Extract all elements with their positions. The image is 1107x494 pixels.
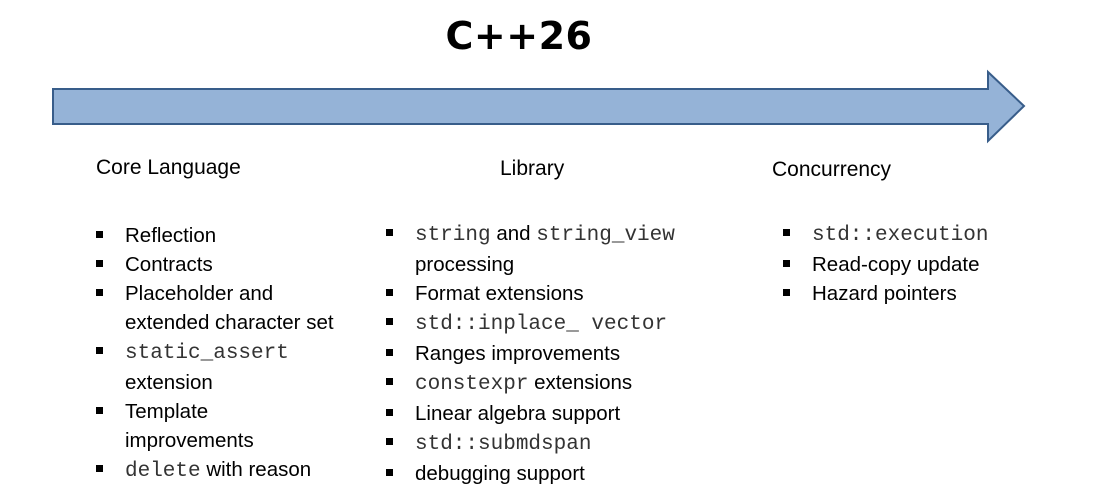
item-text: Hazard pointers xyxy=(812,282,957,305)
library-list-item-line: Linear algebra support xyxy=(415,399,675,428)
library-list-item-line: processing xyxy=(415,250,675,279)
square-bullet-icon xyxy=(96,465,103,472)
square-bullet-icon xyxy=(386,409,393,416)
concurrency-list-item: Read-copy update xyxy=(783,250,988,279)
item-text: extended character set xyxy=(125,311,334,334)
library-list-item-line: string and string_view xyxy=(415,219,675,250)
library-list-item: std::inplace_ vector xyxy=(386,308,675,339)
item-text: processing xyxy=(415,253,515,276)
concurrency-heading: Concurrency xyxy=(772,158,892,181)
item-text: debugging support xyxy=(415,462,585,485)
library-list-item: std::submdspan xyxy=(386,428,675,459)
item-text: Read-copy update xyxy=(812,253,980,276)
core-list-item-line: Reflection xyxy=(125,221,334,250)
square-bullet-icon xyxy=(386,318,393,325)
square-bullet-icon xyxy=(96,260,103,267)
core-list-item: Reflection xyxy=(96,221,334,250)
square-bullet-icon xyxy=(386,378,393,385)
library-list-item: constexpr extensions xyxy=(386,368,675,399)
code-text: constexpr xyxy=(415,373,529,396)
square-bullet-icon xyxy=(96,289,103,296)
square-bullet-icon xyxy=(783,289,790,296)
core-list-item-line: Placeholder and xyxy=(125,279,334,308)
item-text: extension xyxy=(125,371,213,394)
item-text: Reflection xyxy=(125,224,217,247)
code-text: string xyxy=(415,224,491,247)
library-heading: Library xyxy=(500,157,565,180)
item-text: with reason xyxy=(200,458,312,481)
concurrency-list-item-line: Read-copy update xyxy=(812,250,988,279)
library-list-item: Format extensions xyxy=(386,279,675,308)
item-text: and xyxy=(490,222,537,245)
square-bullet-icon xyxy=(386,469,393,476)
core-list-item-line: extended character set xyxy=(125,308,334,337)
timeline-arrow-shape xyxy=(52,69,1026,144)
item-text: improvements xyxy=(125,429,254,452)
square-bullet-icon xyxy=(386,349,393,356)
core-list-item-line: Template xyxy=(125,397,334,426)
library-list-item-line: std::inplace_ vector xyxy=(415,308,675,339)
item-text: Ranges improvements xyxy=(415,342,621,365)
core-language-heading: Core Language xyxy=(96,156,241,179)
square-bullet-icon xyxy=(96,407,103,414)
library-list-item-line: constexpr extensions xyxy=(415,368,675,399)
concurrency-list-item: Hazard pointers xyxy=(783,279,988,308)
square-bullet-icon xyxy=(386,438,393,445)
square-bullet-icon xyxy=(386,229,393,236)
square-bullet-icon xyxy=(96,347,103,354)
core-list-item-line: extension xyxy=(125,368,334,397)
square-bullet-icon xyxy=(783,260,790,267)
code-text: static_assert xyxy=(125,342,289,365)
item-text: Format extensions xyxy=(415,282,584,305)
library-list-item: Ranges improvements xyxy=(386,339,675,368)
diagram-title: C++26 xyxy=(445,14,593,58)
core-list-item: Template improvements xyxy=(96,397,334,455)
library-list-item-line: Format extensions xyxy=(415,279,675,308)
item-text: Template xyxy=(125,400,209,423)
concurrency-list-item-line: Hazard pointers xyxy=(812,279,988,308)
concurrency-list-item: std::execution xyxy=(783,219,988,250)
core-list-item: delete with reason xyxy=(96,455,334,486)
library-list-item: string and string_view processing xyxy=(386,219,675,279)
square-bullet-icon xyxy=(783,229,790,236)
library-list-item-line: debugging support xyxy=(415,459,675,488)
library-list-item: debugging support xyxy=(386,459,675,488)
library-list-item: Linear algebra support xyxy=(386,399,675,428)
core-list-item: Contracts xyxy=(96,250,334,279)
code-text: std::inplace_ vector xyxy=(415,313,668,336)
core-list-item: Placeholder and extended character set xyxy=(96,279,334,337)
item-text: extensions xyxy=(528,371,633,394)
core-list-item: static_assert extension xyxy=(96,337,334,397)
code-text: std::execution xyxy=(812,224,989,247)
core-list-item-line: improvements xyxy=(125,426,334,455)
core-list-item-line: delete with reason xyxy=(125,455,334,486)
square-bullet-icon xyxy=(96,231,103,238)
core-list-item-line: Contracts xyxy=(125,250,334,279)
concurrency-list-item-line: std::execution xyxy=(812,219,988,250)
library-list-item-line: Ranges improvements xyxy=(415,339,675,368)
core-list-item-line: static_assert xyxy=(125,337,334,368)
code-text: std::submdspan xyxy=(415,433,592,456)
item-text: Linear algebra support xyxy=(415,402,621,425)
code-text: delete xyxy=(125,460,201,483)
item-text: Contracts xyxy=(125,253,213,276)
timeline-arrow xyxy=(52,69,1026,144)
item-text: Placeholder and xyxy=(125,282,274,305)
code-text: string_view xyxy=(536,224,675,247)
library-list-item-line: std::submdspan xyxy=(415,428,675,459)
square-bullet-icon xyxy=(386,289,393,296)
